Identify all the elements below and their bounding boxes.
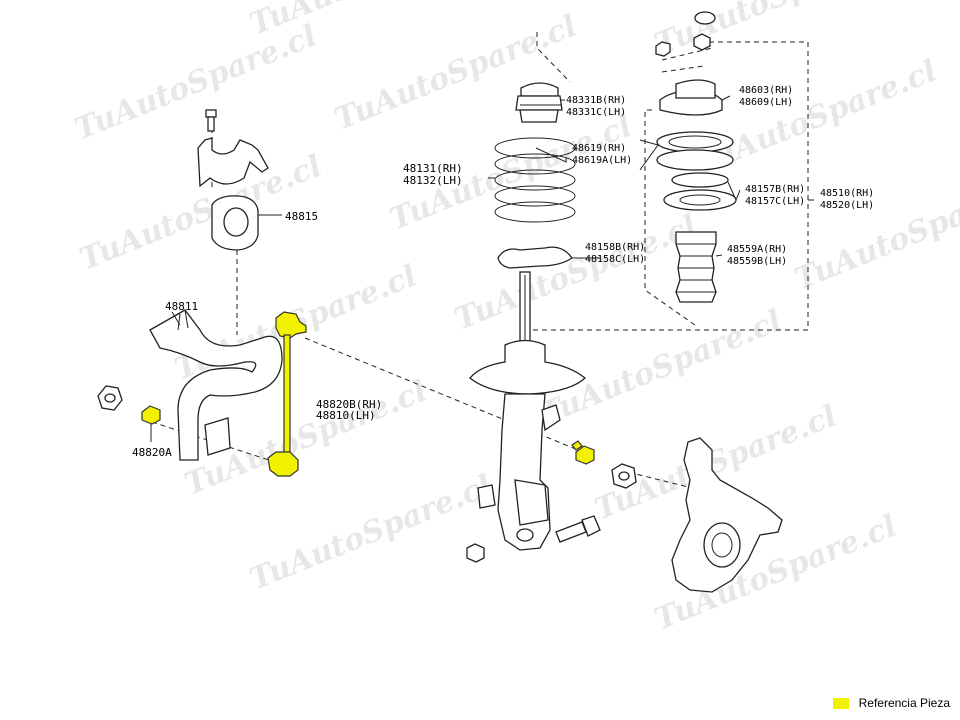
link-rod	[283, 334, 291, 458]
watermark: TuAutoSpare.cl	[650, 0, 902, 62]
dust-boot	[675, 231, 717, 303]
bump-stop	[520, 82, 559, 97]
stabilizer-bar	[149, 309, 283, 461]
label-48820A: 48820A	[132, 446, 172, 459]
link-upper-joint	[275, 311, 307, 339]
stabilizer-bar-group	[97, 109, 283, 461]
strut-body	[497, 393, 551, 551]
label-48559B: 48559B(LH)	[727, 256, 787, 267]
stabilizer-bracket	[197, 137, 269, 188]
legend-label: Referencia Pieza	[858, 696, 950, 710]
hub-nut	[611, 463, 637, 489]
label-48609: 48609(LH)	[739, 97, 793, 108]
label-48157B: 48157B(RH)	[745, 184, 805, 195]
link-nut	[141, 405, 161, 425]
label-48603: 48603(RH)	[739, 85, 793, 96]
label-48132: 48132(LH)	[403, 174, 463, 187]
link-lower-joint	[267, 451, 299, 477]
label-48510: 48510(RH)	[820, 188, 874, 199]
stabilizer-nut	[97, 385, 123, 411]
label-48810: 48810(LH)	[316, 409, 376, 422]
steering-knuckle	[671, 437, 783, 593]
lower-nut	[466, 543, 485, 563]
part-labels: 48815 48811 48820B(RH) 48810(LH) 48820A …	[132, 85, 874, 459]
dust-cap	[694, 11, 716, 25]
watermark: TuAutoSpare.cl	[535, 304, 787, 433]
label-48331B: 48331B(RH)	[566, 95, 626, 106]
watermark: TuAutoSpare.cl	[790, 169, 960, 298]
upper-insulator	[671, 172, 729, 188]
watermark: TuAutoSpare.cl	[245, 469, 497, 598]
label-48157C: 48157C(LH)	[745, 196, 805, 207]
label-48619A: 48619A(LH)	[572, 155, 632, 166]
knuckle-bolt	[555, 515, 601, 543]
label-48811: 48811	[165, 300, 198, 313]
label-48520: 48520(LH)	[820, 200, 874, 211]
coil-spring	[488, 137, 576, 223]
highlighted-link-group	[141, 311, 307, 477]
label-48559A: 48559A(RH)	[727, 244, 787, 255]
strut-nut	[571, 440, 595, 465]
strut-spring-seat	[469, 339, 586, 395]
bracket-bolt	[205, 109, 217, 132]
legend: Referencia Pieza	[832, 696, 950, 710]
label-48820B: 48820B(RH)	[316, 398, 382, 411]
label-48131: 48131(RH)	[403, 162, 463, 175]
upper-spring-seat	[656, 131, 734, 153]
strut-group	[469, 82, 586, 551]
label-48815: 48815	[285, 210, 318, 223]
watermark: TuAutoSpare.cl	[450, 209, 702, 338]
label-48331C: 48331C(LH)	[566, 107, 626, 118]
leader-lines	[171, 95, 814, 326]
label-48158C: 48158C(LH)	[585, 254, 645, 265]
label-48619: 48619(RH)	[572, 143, 626, 154]
mount-group	[655, 11, 737, 303]
legend-swatch	[832, 697, 849, 709]
label-48158B: 48158B(RH)	[585, 242, 645, 253]
watermark: TuAutoSpare.cl	[70, 19, 322, 148]
